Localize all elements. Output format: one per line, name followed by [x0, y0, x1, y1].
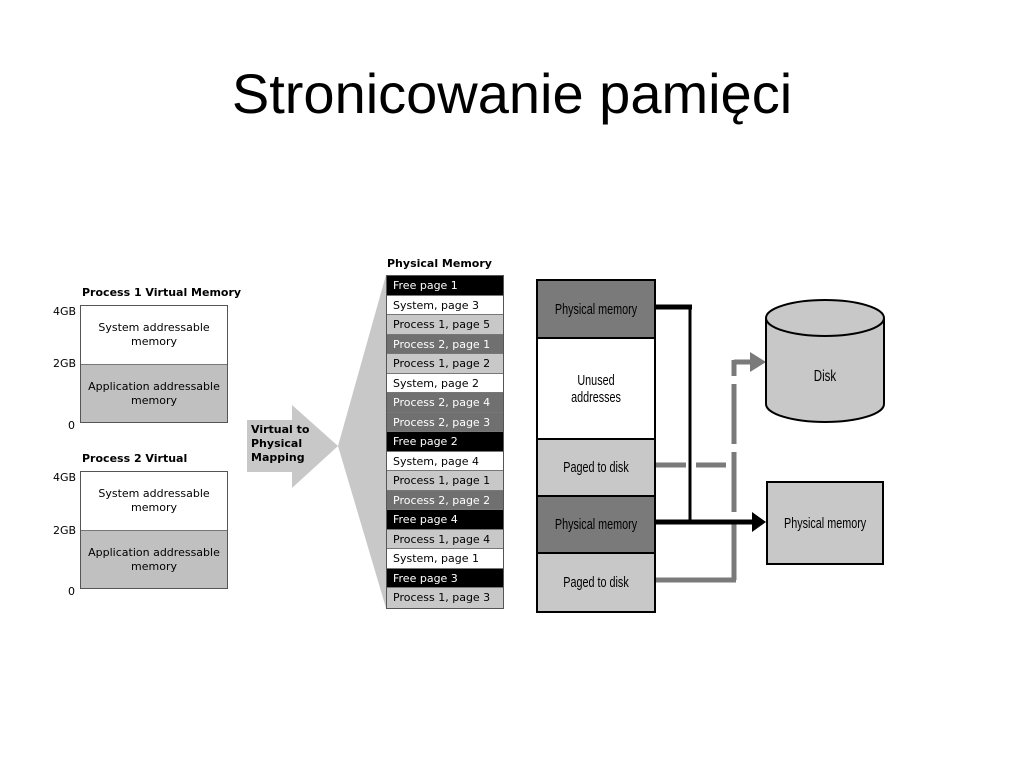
physical-page-row: Process 2, page 1 [387, 334, 503, 354]
process1-system-region: System addressable memory [81, 306, 227, 364]
address-block-label: Physical memory [554, 300, 638, 318]
physical-memory-box-label: Physical memory [783, 514, 867, 532]
physical-page-row: Process 2, page 3 [387, 412, 503, 432]
physical-page-row: Process 2, page 2 [387, 490, 503, 510]
process1-axis-2gb: 2GB [53, 357, 77, 370]
process1-virtual-memory: System addressable memory Application ad… [80, 305, 228, 423]
mapping-arrow [247, 405, 338, 488]
address-block-white: Unused addresses [538, 339, 654, 440]
physical-memory-heading: Physical Memory [387, 257, 492, 270]
address-block-dark: Physical memory [538, 497, 654, 554]
mapping-funnel [338, 275, 386, 608]
disk-arrowhead [750, 352, 766, 372]
process2-axis-2gb: 2GB [53, 524, 77, 537]
physical-page-row: System, page 1 [387, 549, 503, 569]
process1-axis-4gb: 4GB [53, 305, 77, 318]
process2-axis-4gb: 4GB [53, 471, 77, 484]
disk-icon [765, 299, 885, 423]
physical-page-row: Process 1, page 1 [387, 471, 503, 491]
physical-page-row: Free page 4 [387, 510, 503, 530]
address-block-light: Paged to disk [538, 554, 654, 611]
physical-page-row: Process 1, page 2 [387, 354, 503, 374]
process2-application-region: Application addressable memory [81, 530, 227, 588]
address-block-label: Physical memory [554, 516, 638, 533]
address-block-label: Paged to disk [563, 459, 629, 476]
address-block-label: Unused addresses [571, 371, 621, 406]
physical-page-row: System, page 4 [387, 451, 503, 471]
address-block-light: Paged to disk [538, 440, 654, 497]
physical-page-row: System, page 2 [387, 373, 503, 393]
process1-heading: Process 1 Virtual Memory [82, 286, 242, 299]
physical-page-row: Free page 2 [387, 432, 503, 452]
mapping-label: Virtual to Physical Mapping [251, 423, 310, 464]
physical-page-row: Process 1, page 5 [387, 315, 503, 335]
process2-axis-0: 0 [68, 585, 75, 598]
process2-heading: Process 2 Virtual [82, 452, 188, 465]
physical-page-row: Free page 3 [387, 568, 503, 588]
disk-label: Disk [813, 368, 837, 385]
physical-page-row: Process 1, page 4 [387, 529, 503, 549]
slide-title: Stronicowanie pamięci [231, 62, 793, 125]
physical-page-row: Process 1, page 3 [387, 588, 503, 608]
physical-page-row: Free page 1 [387, 276, 503, 296]
address-block-label: Paged to disk [563, 574, 629, 591]
memory-arrowhead [752, 512, 766, 532]
process2-virtual-memory: System addressable memory Application ad… [80, 471, 228, 589]
process1-application-region: Application addressable memory [81, 364, 227, 422]
process1-axis-0: 0 [68, 419, 75, 432]
physical-page-row: Process 2, page 4 [387, 393, 503, 413]
physical-memory-box: Physical memory [766, 481, 884, 565]
physical-page-row: System, page 3 [387, 295, 503, 315]
process2-system-region: System addressable memory [81, 472, 227, 530]
address-block-dark: Physical memory [538, 281, 654, 339]
